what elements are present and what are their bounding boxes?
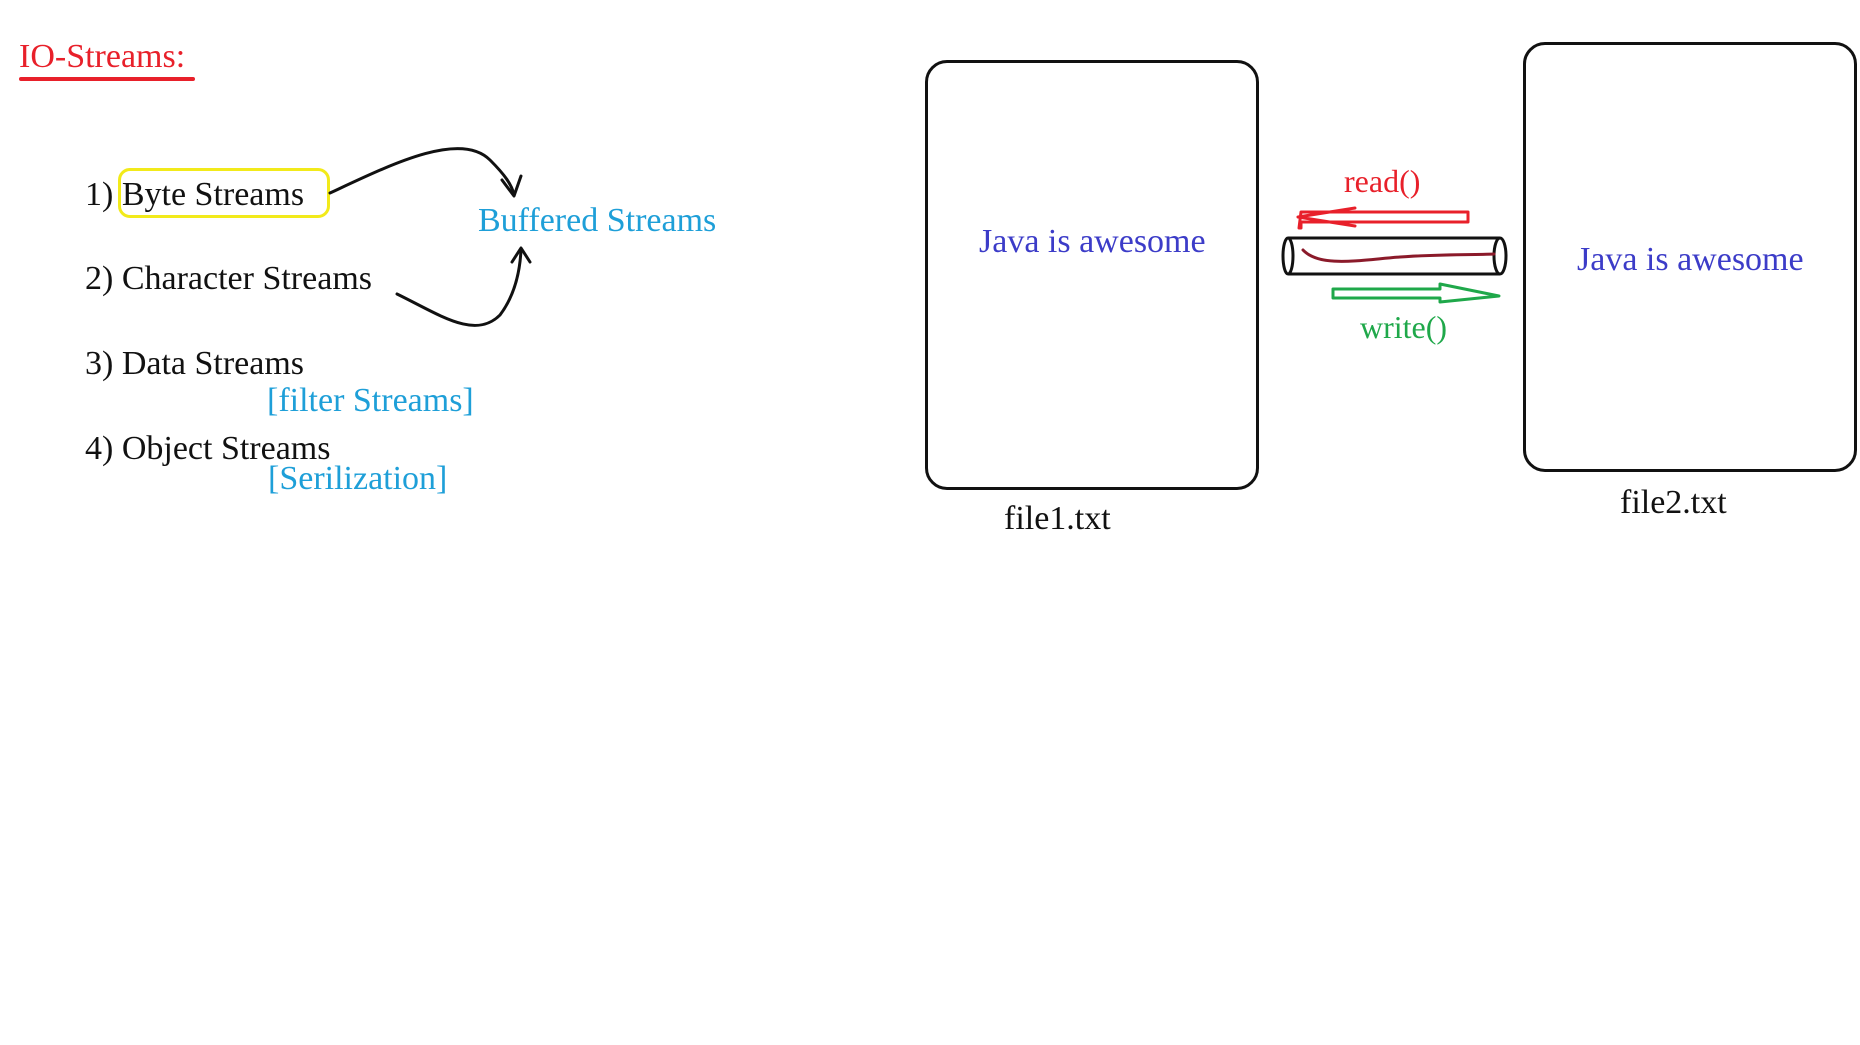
- file2-name: file2.txt: [1620, 484, 1727, 521]
- byte-to-buffered-arrowhead: [500, 174, 523, 198]
- character-to-buffered-arrowhead: [510, 246, 532, 264]
- byte-to-buffered-arrow: [328, 147, 516, 197]
- file1-content: Java is awesome: [979, 223, 1206, 260]
- write-label: write(): [1360, 309, 1448, 345]
- read-arrow: [1296, 206, 1470, 230]
- stream-pipe: [1281, 236, 1508, 276]
- title-underline: [19, 77, 195, 81]
- file2-content: Java is awesome: [1577, 241, 1804, 278]
- file1-box: [925, 60, 1259, 490]
- buffered-streams-label: Buffered Streams: [478, 202, 717, 239]
- list-item-object-streams: 4) Object Streams: [85, 430, 331, 467]
- list-item-byte-streams: 1) Byte Streams: [85, 176, 305, 213]
- file2-box: [1523, 42, 1857, 472]
- write-arrow: [1331, 282, 1501, 304]
- character-to-buffered-arrow: [395, 248, 523, 327]
- file1-name: file1.txt: [1004, 500, 1111, 537]
- page-title: IO-Streams:: [19, 38, 186, 75]
- filter-streams-note: [filter Streams]: [267, 382, 474, 419]
- list-item-character-streams: 2) Character Streams: [85, 260, 372, 297]
- serialization-note: [Serilization]: [268, 460, 448, 497]
- list-item-data-streams: 3) Data Streams: [85, 345, 305, 382]
- read-label: read(): [1344, 163, 1421, 199]
